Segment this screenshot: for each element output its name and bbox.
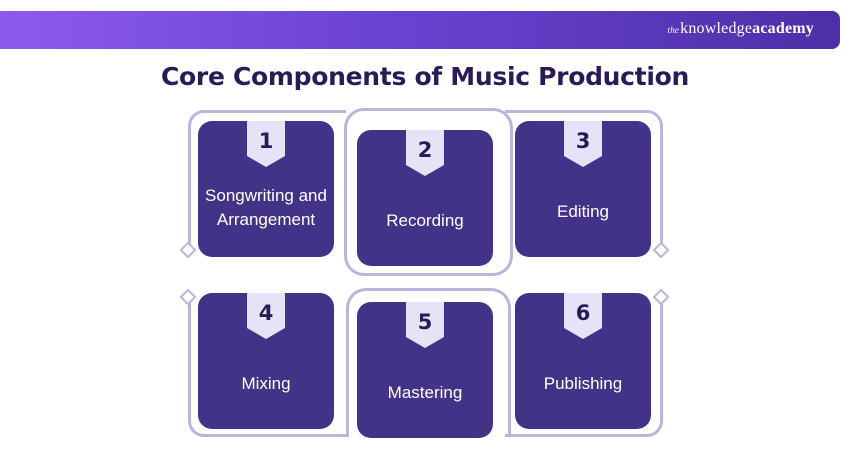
frame-card-4	[188, 296, 346, 437]
component-label: Recording	[386, 211, 464, 230]
component-card-6: 6 Publishing	[515, 293, 651, 429]
frame-card-2	[344, 108, 513, 276]
frame-card-1	[188, 110, 346, 249]
component-label: Mastering	[387, 383, 463, 402]
brand-prefix: the	[667, 25, 680, 35]
step-number-tab: 1	[247, 121, 285, 167]
step-number-tab: 6	[564, 293, 602, 339]
step-number-tab: 3	[564, 121, 602, 167]
brand-word-academy: academy	[752, 20, 814, 37]
component-label: Publishing	[543, 374, 623, 393]
brand-word-knowledge: knowledge	[680, 20, 753, 37]
step-number-tab: 4	[247, 293, 285, 339]
header-banner: theknowledgeacademy	[0, 11, 840, 49]
component-card-1: 1 Songwriting and Arrangement	[198, 121, 334, 257]
component-card-2: 2 Recording	[357, 130, 493, 266]
step-number-tab: 2	[406, 130, 444, 176]
component-label: Songwriting and Arrangement	[205, 186, 327, 229]
component-card-4: 4 Mixing	[198, 293, 334, 429]
step-number-tab: 5	[406, 302, 444, 348]
component-label: Mixing	[241, 374, 291, 393]
frame-card-3	[505, 110, 663, 249]
brand-logo: theknowledgeacademy	[668, 20, 814, 38]
page-title: Core Components of Music Production	[161, 62, 689, 91]
frame-card-6	[505, 296, 663, 437]
component-label: Editing	[557, 202, 609, 221]
frame-card-5	[346, 288, 511, 437]
component-card-3: 3 Editing	[515, 121, 651, 257]
component-card-5: 5 Mastering	[357, 302, 493, 438]
